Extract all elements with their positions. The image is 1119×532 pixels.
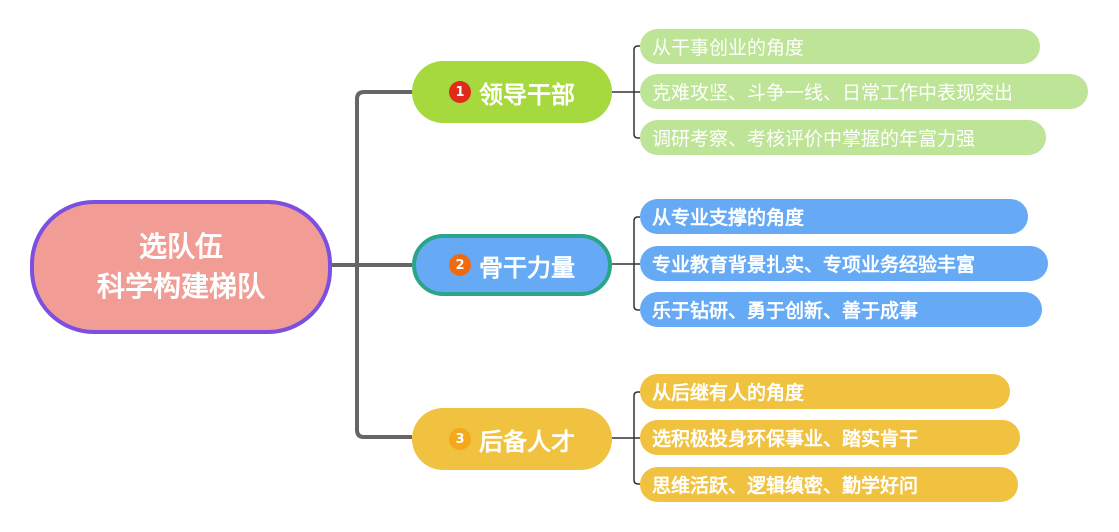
leaf-topic[interactable]: 调研考察、考核评价中掌握的年富力强 bbox=[640, 120, 1046, 155]
leaf-topic[interactable]: 从专业支撑的角度 bbox=[640, 199, 1028, 234]
leaf-topic[interactable]: 克难攻坚、斗争一线、日常工作中表现突出 bbox=[640, 74, 1088, 109]
branch-leaders[interactable]: 1 领导干部 bbox=[412, 61, 612, 123]
number-badge-icon: 2 bbox=[449, 254, 471, 276]
root-line1: 选队伍 bbox=[138, 230, 223, 263]
leaf-topic[interactable]: 选积极投身环保事业、踏实肯干 bbox=[640, 420, 1020, 455]
number-badge-icon: 3 bbox=[449, 428, 471, 450]
number-badge-icon: 1 bbox=[449, 81, 471, 103]
leaf-topic[interactable]: 思维活跃、逻辑缜密、勤学好问 bbox=[640, 467, 1018, 502]
leaf-topic[interactable]: 专业教育背景扎实、专项业务经验丰富 bbox=[640, 246, 1048, 281]
leaf-topic[interactable]: 乐于钻研、勇于创新、善于成事 bbox=[640, 292, 1042, 327]
root-line2: 科学构建梯队 bbox=[96, 270, 265, 303]
branch-reserve[interactable]: 3 后备人才 bbox=[412, 408, 612, 470]
root-topic[interactable]: 选队伍 科学构建梯队 bbox=[30, 200, 332, 334]
leaf-topic[interactable]: 从后继有人的角度 bbox=[640, 374, 1010, 409]
leaf-topic[interactable]: 从干事创业的角度 bbox=[640, 29, 1040, 64]
branch-label: 后备人才 bbox=[479, 427, 575, 456]
branch-backbone[interactable]: 2 骨干力量 bbox=[412, 234, 612, 296]
branch-label: 领导干部 bbox=[479, 80, 575, 109]
branch-label: 骨干力量 bbox=[479, 253, 575, 282]
